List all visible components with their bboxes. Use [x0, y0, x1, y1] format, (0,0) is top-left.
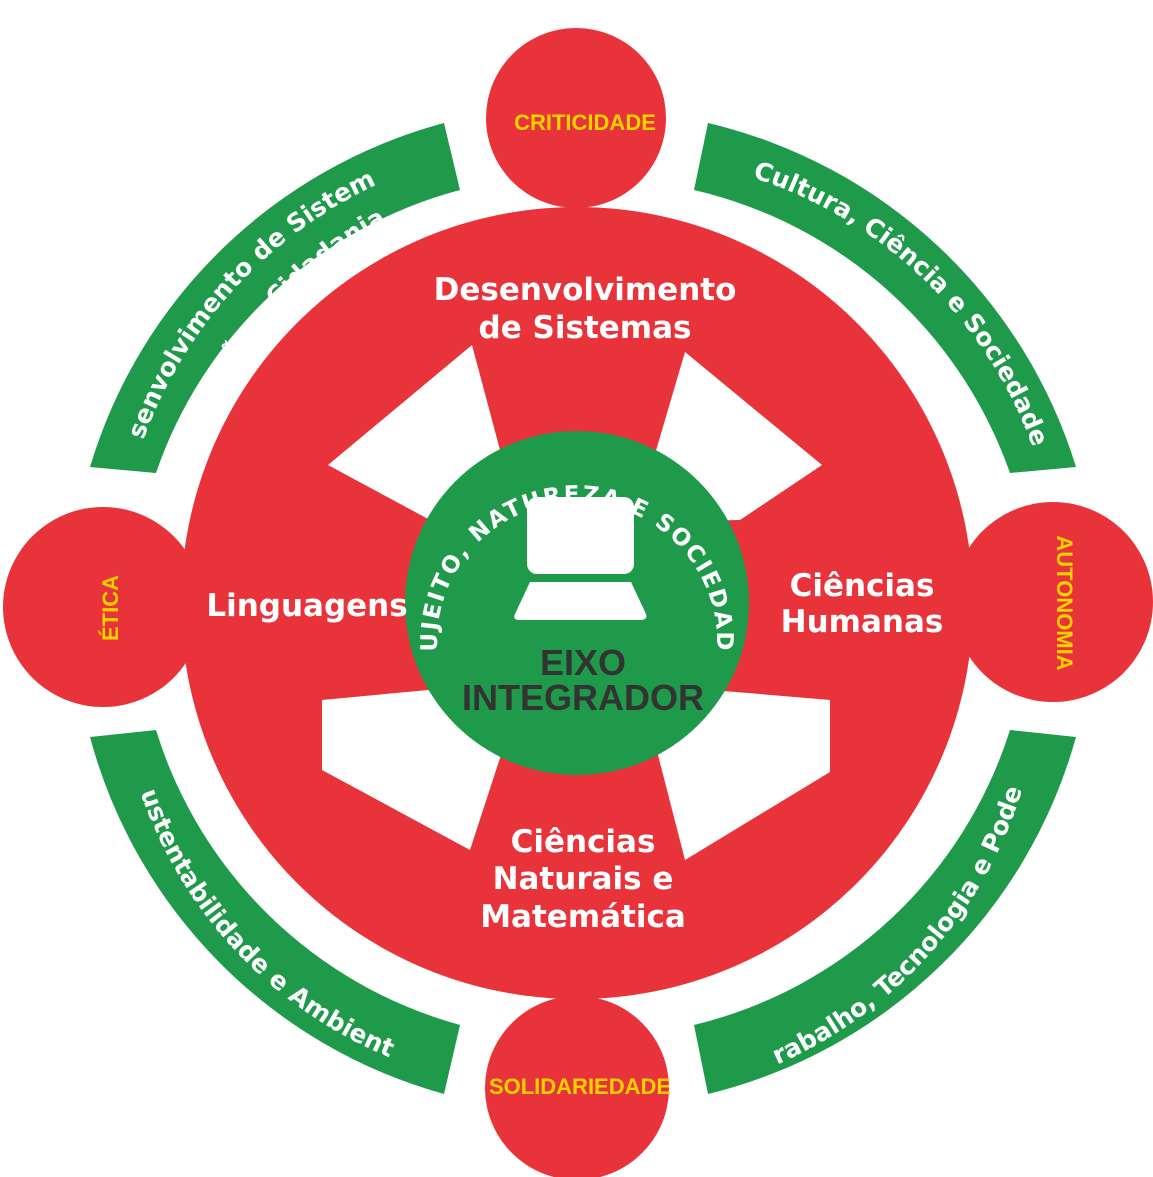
theme-band-top-left	[90, 123, 460, 473]
sector-bottom-line2: Naturais e	[493, 861, 674, 897]
value-right: AUTONOMIA	[1052, 535, 1077, 670]
value-circle-top	[486, 28, 666, 208]
value-bottom: SOLIDARIEDADE	[489, 1074, 671, 1099]
theme-band-bottom-left	[90, 730, 460, 1094]
value-left: ÉTICA	[98, 575, 123, 641]
hub-title-line2: INTEGRADOR	[462, 677, 704, 718]
hub-title-line1: EIXO	[540, 642, 626, 683]
sector-left: Linguagens	[206, 588, 407, 624]
sector-bottom-line1: Ciências	[511, 824, 656, 860]
sector-bottom-line3: Matemática	[480, 899, 686, 935]
sector-top-line1: Desenvolvimento	[434, 272, 737, 308]
theme-bands	[90, 123, 1076, 1094]
value-circle-right	[953, 502, 1153, 702]
laptop-icon	[514, 497, 647, 620]
value-circle-bottom	[485, 996, 669, 1177]
value-circle-left	[3, 507, 203, 707]
sector-right-line2: Humanas	[781, 604, 944, 640]
theme-band-top-right	[694, 123, 1076, 473]
value-top: CRITICIDADE	[514, 110, 656, 135]
sector-right-line1: Ciências	[790, 568, 935, 604]
sector-top-line2: de Sistemas	[479, 310, 692, 346]
theme-band-bottom-right	[694, 730, 1076, 1094]
